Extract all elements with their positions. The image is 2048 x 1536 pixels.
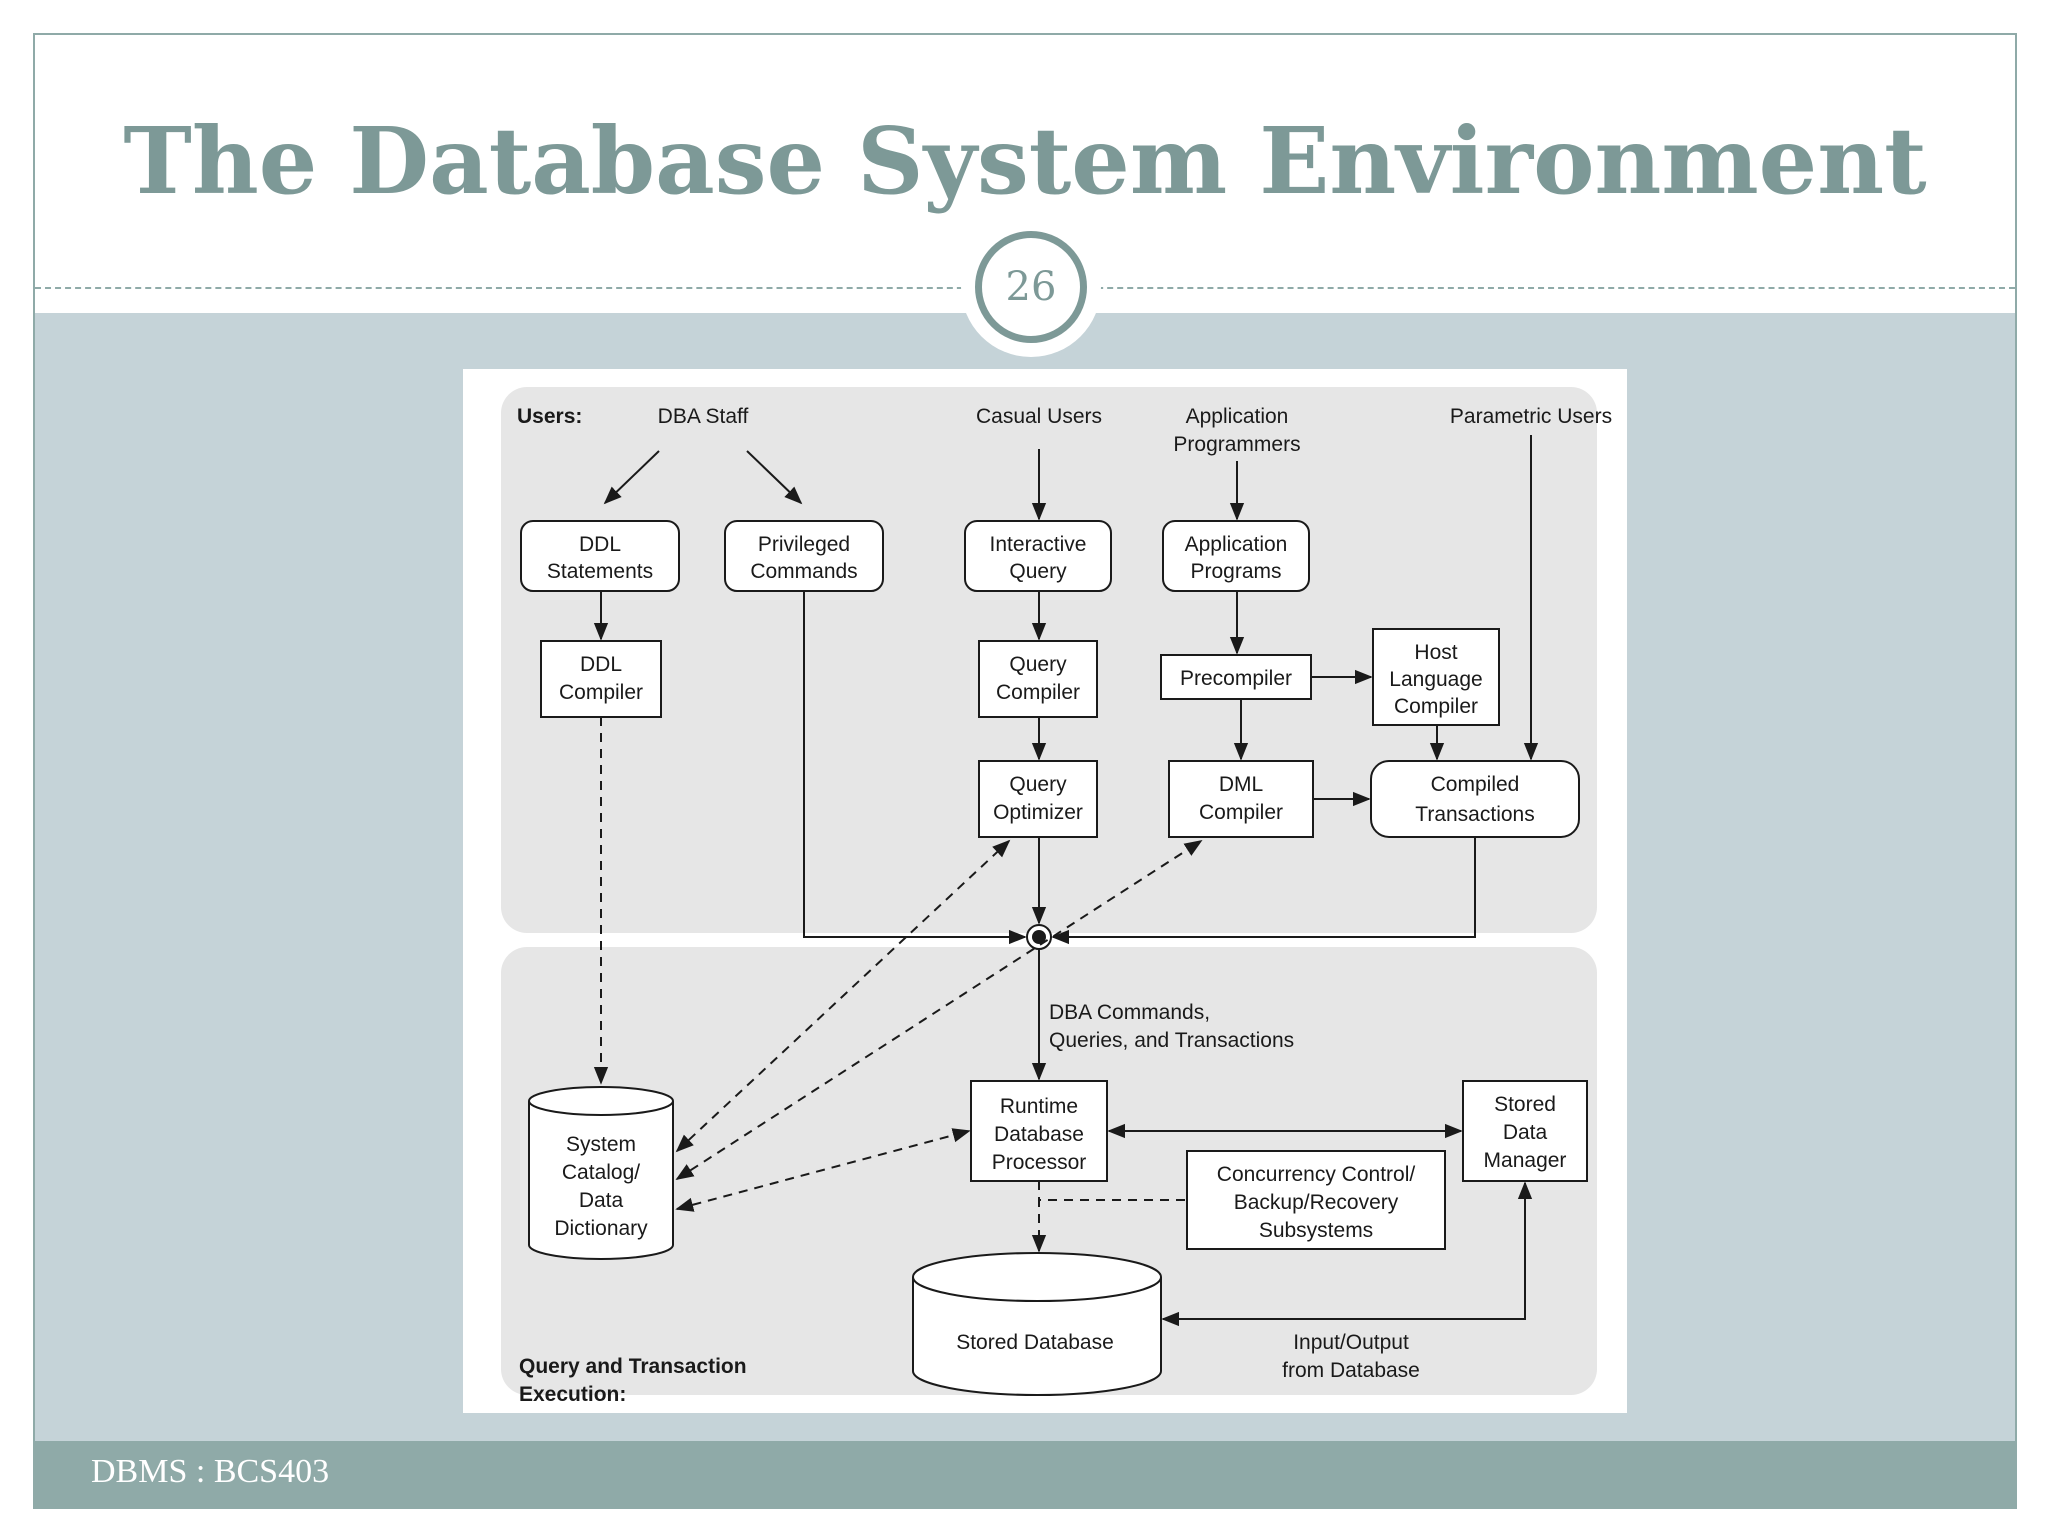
users-section-label: Users: (517, 405, 582, 428)
privileged-commands-text-2: Commands (750, 560, 857, 583)
runtime-processor-text-2: Database (994, 1123, 1084, 1146)
query-optimizer-box: Query Optimizer (978, 760, 1098, 838)
page-number: 26 (1005, 264, 1057, 310)
application-programmers-label-line1: Application (1186, 405, 1289, 428)
host-language-compiler-text-3: Compiler (1394, 695, 1478, 718)
interactive-query-box: Interactive Query (964, 520, 1112, 592)
runtime-processor-text-1: Runtime (1000, 1095, 1078, 1118)
compiled-transactions-text-2: Transactions (1415, 803, 1534, 826)
stored-data-manager-box: Stored Data Manager (1462, 1080, 1588, 1182)
input-output-label-line2: from Database (1282, 1359, 1420, 1382)
database-environment-diagram: Users: Query and Transaction Execution: … (501, 387, 1612, 1406)
footer-bar: DBMS : BCS403 (35, 1441, 2015, 1507)
host-language-compiler-box: Host Language Compiler (1372, 628, 1500, 726)
host-language-compiler-text-1: Host (1414, 641, 1457, 664)
application-programmers-label-line2: Programmers (1173, 433, 1300, 456)
dba-commands-label-line2: Queries, and Transactions (1049, 1029, 1294, 1052)
stored-data-manager-text-1: Stored (1494, 1093, 1556, 1116)
application-programs-text-1: Application (1185, 533, 1288, 556)
ddl-statements-box: DDL Statements (520, 520, 680, 592)
concurrency-control-text-2: Backup/Recovery (1234, 1191, 1399, 1214)
host-language-compiler-text-2: Language (1389, 668, 1482, 691)
precompiler-text: Precompiler (1180, 667, 1292, 690)
interactive-query-text-2: Query (1009, 560, 1067, 583)
stored-database-text: Stored Database (956, 1331, 1114, 1354)
concurrency-control-text-1: Concurrency Control/ (1217, 1163, 1416, 1186)
application-programs-box: Application Programs (1162, 520, 1310, 592)
query-compiler-box: Query Compiler (978, 640, 1098, 718)
compiled-transactions-text-1: Compiled (1431, 773, 1520, 796)
dba-commands-label-line1: DBA Commands, (1049, 1001, 1210, 1024)
ddl-compiler-text-1: DDL (580, 653, 622, 676)
query-compiler-text-1: Query (1009, 653, 1067, 676)
stored-data-manager-text-2: Data (1503, 1121, 1548, 1144)
dml-compiler-text-1: DML (1219, 773, 1263, 796)
interactive-query-text-1: Interactive (990, 533, 1087, 556)
system-catalog-text-3: Data (579, 1189, 624, 1212)
concurrency-control-box: Concurrency Control/ Backup/Recovery Sub… (1186, 1150, 1446, 1250)
casual-users-label: Casual Users (976, 405, 1102, 428)
ddl-statements-text-1: DDL (579, 533, 621, 556)
flow-junction (1026, 924, 1052, 950)
dml-compiler-text-2: Compiler (1199, 801, 1283, 824)
application-programs-text-2: Programs (1190, 560, 1281, 583)
query-optimizer-text-1: Query (1009, 773, 1067, 796)
runtime-processor-box: Runtime Database Processor (970, 1080, 1108, 1182)
dashed-catalog-runtime (675, 1128, 971, 1212)
slide-title: The Database System Environment (123, 107, 1927, 215)
arrow-io-database-sdm (1161, 1181, 1533, 1327)
arrow-dba-to-ddl (603, 450, 660, 505)
diagram-figure: Users: Query and Transaction Execution: … (463, 369, 1627, 1413)
query-optimizer-text-2: Optimizer (993, 801, 1083, 824)
dba-staff-label: DBA Staff (658, 405, 749, 428)
execution-section-label-line1: Query and Transaction (519, 1355, 747, 1378)
ddl-compiler-box: DDL Compiler (540, 640, 662, 718)
stored-data-manager-text-3: Manager (1484, 1149, 1567, 1172)
privileged-commands-box: Privileged Commands (724, 520, 884, 592)
page-number-badge: 26 (975, 231, 1087, 343)
parametric-users-label: Parametric Users (1450, 405, 1612, 428)
ddl-statements-text-2: Statements (547, 560, 653, 583)
precompiler-box: Precompiler (1160, 654, 1312, 700)
arrow-dba-to-privileged (746, 450, 803, 505)
slide: The Database System Environment 26 Users… (33, 33, 2017, 1509)
query-compiler-text-2: Compiler (996, 681, 1080, 704)
input-output-label-line1: Input/Output (1293, 1331, 1409, 1354)
runtime-processor-text-3: Processor (992, 1151, 1087, 1174)
footer-text: DBMS : BCS403 (91, 1453, 330, 1490)
dashed-connectors (593, 717, 1203, 1253)
dml-compiler-box: DML Compiler (1168, 760, 1314, 838)
ddl-compiler-text-2: Compiler (559, 681, 643, 704)
concurrency-control-text-3: Subsystems (1259, 1219, 1373, 1242)
dashed-catalog-dml (675, 840, 1203, 1180)
system-catalog-text-4: Dictionary (554, 1217, 648, 1240)
system-catalog-cylinder: System Catalog/ Data Dictionary (528, 1086, 674, 1260)
stored-database-cylinder: Stored Database (912, 1252, 1162, 1396)
compiled-transactions-box: Compiled Transactions (1370, 760, 1580, 838)
privileged-commands-text-1: Privileged (758, 533, 850, 556)
execution-section-label-line2: Execution: (519, 1383, 626, 1406)
system-catalog-text-2: Catalog/ (562, 1161, 640, 1184)
system-catalog-text-1: System (566, 1133, 636, 1156)
